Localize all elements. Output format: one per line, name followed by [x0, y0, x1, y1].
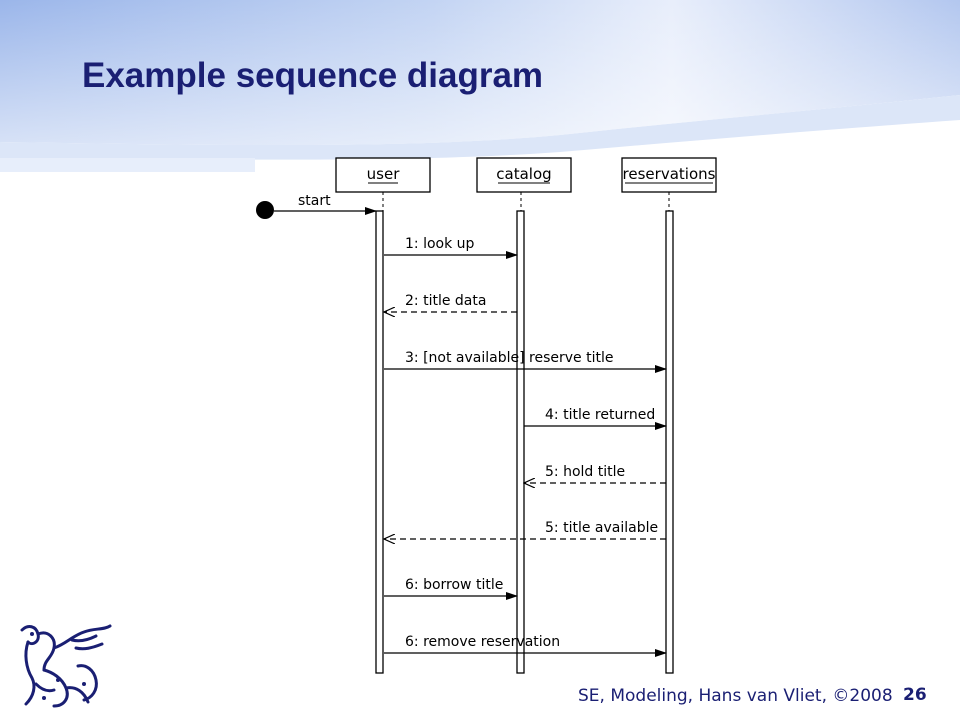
message-5a: 5: hold title [524, 464, 666, 483]
message-2: 2: title data [384, 293, 517, 312]
message-label: 6: remove reservation [405, 634, 560, 650]
sequence-diagram: user catalog reservations start 1: look … [256, 157, 717, 674]
object-catalog-label: catalog [496, 165, 551, 183]
footer-text: SE, Modeling, Hans van Vliet, ©2008 [578, 686, 893, 706]
message-6a: 6: borrow title [384, 577, 518, 600]
object-catalog: catalog [476, 157, 572, 193]
object-user-label: user [367, 165, 401, 183]
activation-catalog [516, 210, 525, 674]
page-number: 26 [903, 685, 927, 705]
start-node [256, 201, 274, 219]
message-5b: 5: title available [384, 520, 666, 539]
object-reservations-label: reservations [623, 165, 716, 183]
message-label: 6: borrow title [405, 577, 503, 593]
message-label: 5: hold title [545, 464, 625, 480]
message-4: 4: title returned [524, 407, 667, 430]
object-reservations: reservations [621, 157, 717, 193]
activation-user [375, 210, 384, 674]
object-user: user [335, 157, 431, 193]
message-label: 1: look up [405, 236, 475, 252]
slide-title: Example sequence diagram [82, 56, 544, 95]
message-label: 4: title returned [545, 407, 655, 423]
message-3: 3: [not available] reserve title [384, 350, 667, 373]
message-label: 5: title available [545, 520, 658, 536]
activation-reservations [665, 210, 674, 674]
message-label: 3: [not available] reserve title [405, 350, 613, 366]
griffin-logo-icon [20, 624, 112, 708]
message-1: 1: look up [384, 236, 518, 259]
message-label: 2: title data [405, 293, 486, 309]
message-6b: 6: remove reservation [384, 634, 667, 657]
start-label: start [298, 193, 331, 209]
